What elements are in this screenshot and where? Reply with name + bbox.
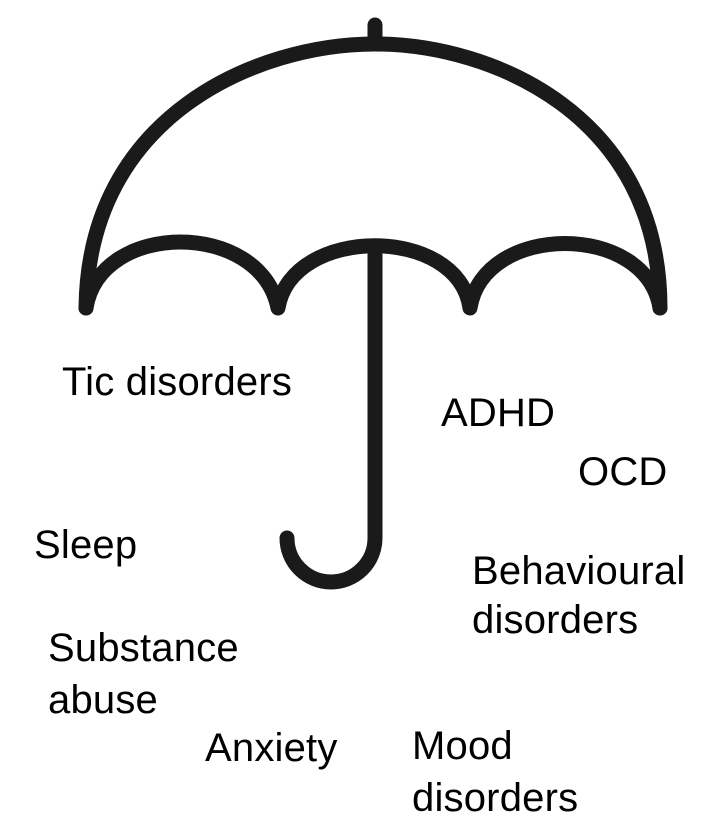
umbrella-handle xyxy=(279,247,383,590)
label-tic-disorders: Tic disorders xyxy=(62,360,293,404)
label-adhd: ADHD xyxy=(441,391,556,435)
label-mood-line-2: disorders xyxy=(412,776,579,820)
label-behavioural-line-1: Behavioural xyxy=(472,549,686,593)
label-substance-abuse: Substance abuse xyxy=(48,622,239,726)
label-mood-line-1: Mood xyxy=(412,724,513,768)
label-behavioural-disorders: Behavioural disorders xyxy=(472,547,685,645)
label-ocd: OCD xyxy=(578,450,668,494)
label-substance-line-1: Substance xyxy=(48,626,239,670)
umbrella-canopy xyxy=(78,36,668,316)
umbrella-scallops xyxy=(78,234,668,316)
label-behavioural-line-2: disorders xyxy=(472,598,639,642)
label-anxiety: Anxiety xyxy=(205,726,338,770)
label-mood-disorders: Mood disorders xyxy=(412,720,578,824)
label-sleep: Sleep xyxy=(34,523,138,567)
umbrella-icon xyxy=(78,17,668,590)
label-substance-line-2: abuse xyxy=(48,678,158,722)
